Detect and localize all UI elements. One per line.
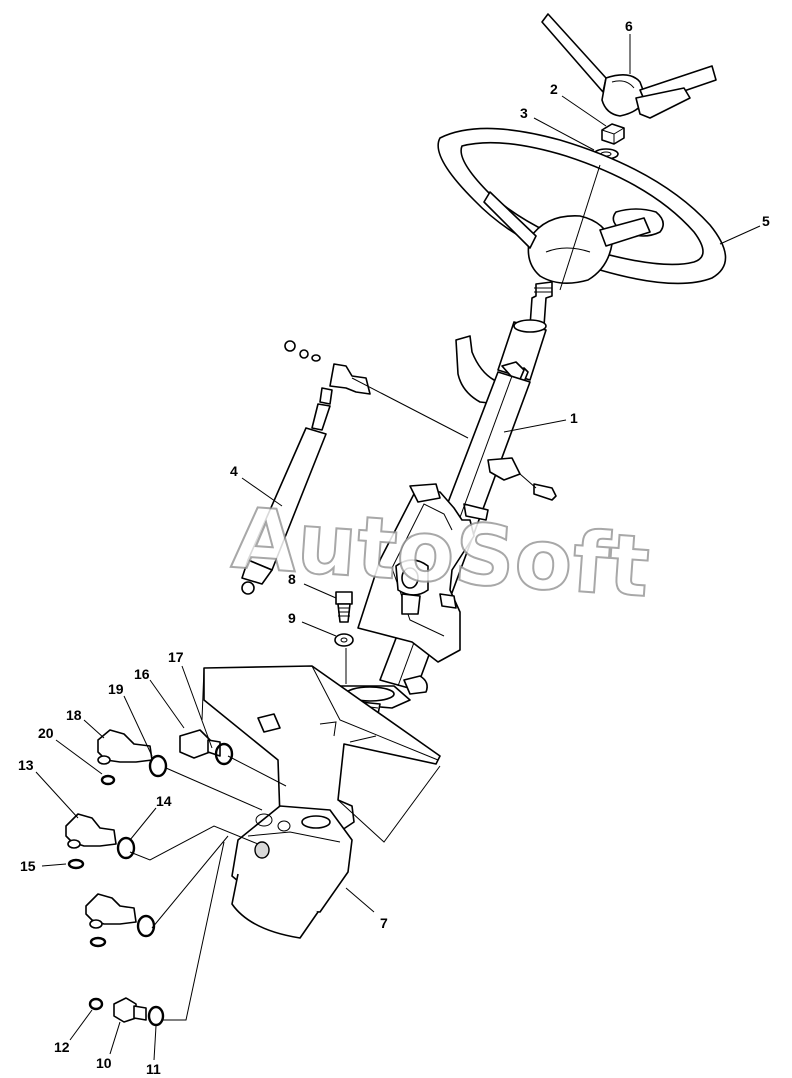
o-ring-11 xyxy=(147,1005,165,1027)
callout-9: 9 xyxy=(288,610,296,626)
callout-1: 1 xyxy=(570,410,578,426)
callout-15: 15 xyxy=(20,858,36,874)
steering-wheel-part xyxy=(437,127,727,285)
steering-unit-part xyxy=(231,805,353,939)
o-ring-lower-small xyxy=(89,936,107,948)
callout-7: 7 xyxy=(380,915,388,931)
gas-strut-part xyxy=(241,340,371,595)
o-ring-19 xyxy=(148,754,168,778)
adapter-fitting-16 xyxy=(179,729,221,759)
washer-part xyxy=(334,633,354,647)
o-ring-12 xyxy=(88,997,104,1011)
callout-10: 10 xyxy=(96,1055,112,1071)
watermark-text: AutoSoft xyxy=(229,489,652,616)
elbow-fitting-lower xyxy=(85,893,137,929)
elbow-fitting-18 xyxy=(97,729,153,765)
callout-3: 3 xyxy=(520,105,528,121)
horn-cover-part xyxy=(541,13,717,119)
mounting-bracket-part xyxy=(201,665,441,831)
assembly-guide-lines xyxy=(129,755,441,1021)
callout-16: 16 xyxy=(134,666,150,682)
callout-17: 17 xyxy=(168,649,184,665)
o-ring-15 xyxy=(67,858,85,870)
o-ring-lower-large xyxy=(136,914,156,938)
callout-13: 13 xyxy=(18,757,34,773)
callout-8: 8 xyxy=(288,571,296,587)
callout-6: 6 xyxy=(625,18,633,34)
o-ring-17 xyxy=(214,742,234,766)
callout-12: 12 xyxy=(54,1039,70,1055)
bolt-part xyxy=(335,591,353,623)
callout-11: 11 xyxy=(146,1061,161,1077)
callout-19: 19 xyxy=(108,681,124,697)
callout-18: 18 xyxy=(66,707,82,723)
leader-lines xyxy=(35,34,761,1061)
callout-4: 4 xyxy=(230,463,238,479)
callout-5: 5 xyxy=(762,213,770,229)
o-ring-14 xyxy=(116,836,136,860)
elbow-fitting-13 xyxy=(65,813,117,849)
adapter-fitting-10 xyxy=(113,997,147,1023)
callout-2: 2 xyxy=(550,81,558,97)
callout-14: 14 xyxy=(156,793,172,809)
steering-column-part xyxy=(333,281,557,715)
callout-20: 20 xyxy=(38,725,54,741)
o-ring-20 xyxy=(100,774,116,786)
steering-nut-part xyxy=(601,123,625,145)
